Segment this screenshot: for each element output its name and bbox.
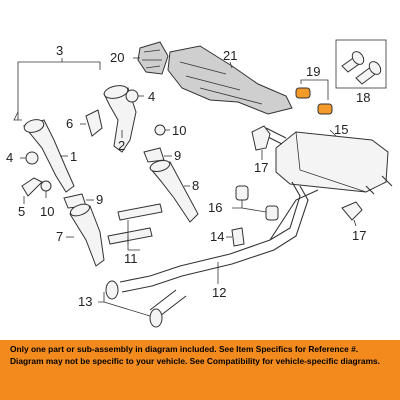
part-12-intermediate-pipe	[119, 181, 319, 317]
callout-1: 1	[70, 149, 77, 164]
part-9-gasket-upper	[143, 147, 172, 163]
callout-7: 7	[56, 229, 63, 244]
callout-9-upper: 9	[174, 148, 181, 163]
callout-18: 18	[356, 90, 370, 105]
callout-19: 19	[306, 64, 320, 79]
part-19-clamp-set	[295, 79, 333, 115]
part-13-clamps	[98, 280, 163, 328]
part-2-downpipe	[103, 85, 137, 153]
callout-5: 5	[18, 204, 25, 219]
callout-10-lower: 10	[40, 204, 54, 219]
part-15-muffler	[261, 127, 393, 195]
disclaimer-line-1: Only one part or sub-assembly in diagram…	[10, 344, 359, 354]
callout-15: 15	[334, 122, 348, 137]
callout-21: 21	[223, 48, 237, 63]
part-21-heat-shield	[167, 45, 293, 115]
callout-2: 2	[118, 138, 125, 153]
callout-8: 8	[192, 178, 199, 193]
callout-labels: 3 20 21 19 18 4 6 2 10 15 4 1 9 17 8 9 5…	[6, 43, 370, 309]
callout-3: 3	[56, 43, 63, 58]
callout-13: 13	[78, 294, 92, 309]
part-18-exhaust-tips	[335, 39, 387, 89]
disclaimer-line-2: Diagram may not be specific to your vehi…	[10, 355, 381, 366]
callout-14: 14	[210, 229, 224, 244]
part-5-bracket	[21, 177, 43, 204]
part-20-small-shield	[133, 41, 169, 75]
part-7-catalytic-converter	[66, 203, 105, 267]
part-10-nut-lower	[40, 180, 52, 198]
callout-17-lower: 17	[352, 228, 366, 243]
part-4-gasket-lower	[20, 151, 39, 165]
callout-6: 6	[66, 116, 73, 131]
part-17-hanger-upper	[251, 125, 271, 160]
part-8-catalytic-converter	[149, 160, 199, 223]
part-10-nut-upper	[154, 124, 170, 136]
part-1-downpipe	[23, 119, 75, 193]
part-16-isolators	[232, 185, 279, 221]
callout-4-upper: 4	[148, 89, 155, 104]
callout-12: 12	[212, 285, 226, 300]
disclaimer-banner: Only one part or sub-assembly in diagram…	[0, 340, 400, 400]
callout-9-lower: 9	[96, 192, 103, 207]
part-3-bracket	[13, 58, 101, 121]
part-11-brackets	[107, 203, 163, 251]
callout-11: 11	[124, 251, 138, 266]
callout-16: 16	[208, 200, 222, 215]
callout-10-upper: 10	[172, 123, 186, 138]
part-14-bracket	[226, 227, 245, 247]
callout-4-lower: 4	[6, 150, 13, 165]
part-6-bracket	[80, 109, 103, 137]
callout-20: 20	[110, 50, 124, 65]
part-17-hanger-lower	[341, 201, 363, 227]
part-4-gasket-upper	[125, 89, 144, 103]
callout-17-upper: 17	[254, 160, 268, 175]
